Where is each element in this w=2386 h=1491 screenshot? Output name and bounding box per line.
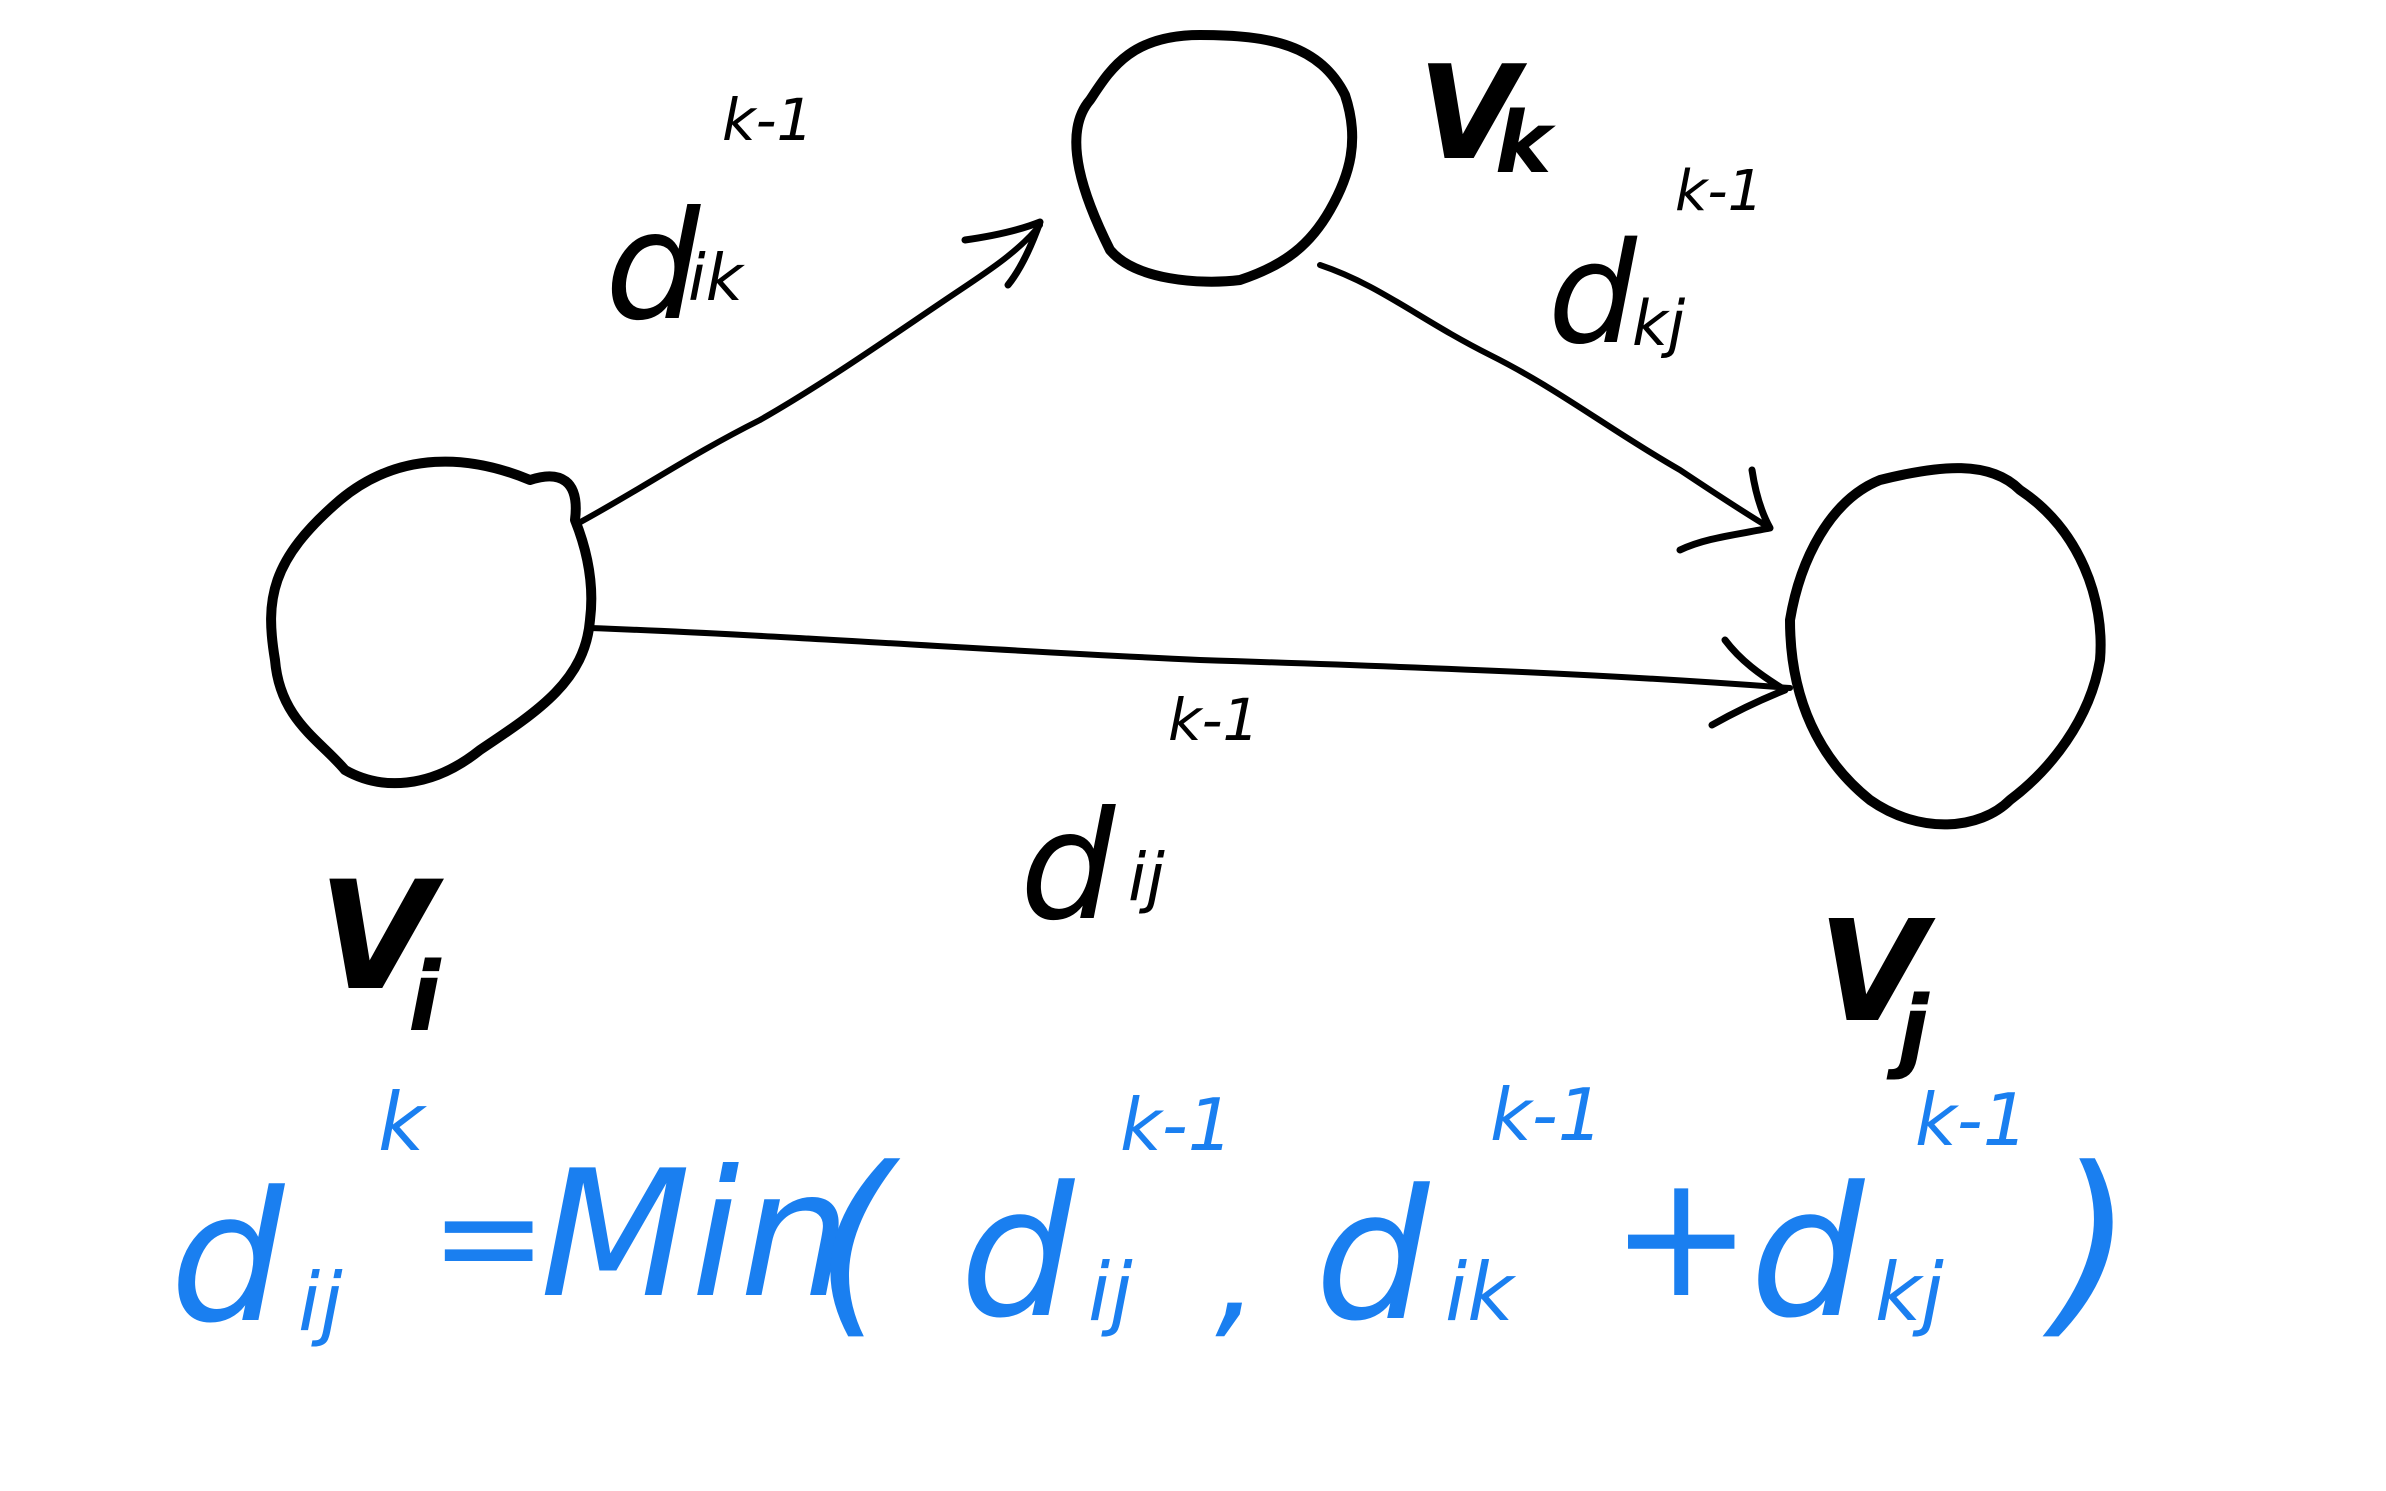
formula-term1-base: d: [960, 1149, 1076, 1358]
node-vk-letter: V: [1418, 37, 1528, 189]
edge-ij-base: d: [1020, 780, 1116, 954]
node-vk-circle: [1071, 30, 1358, 287]
node-vk-subscript: k: [1495, 94, 1556, 193]
edge-ij-label: d ij k-1: [1020, 686, 1259, 954]
formula-term1-superscript: k-1: [1120, 1083, 1233, 1167]
formula-open-paren: (: [815, 1125, 901, 1358]
formula-equals: =: [430, 1156, 547, 1319]
node-vj-label: V j: [1818, 891, 1936, 1082]
formula-term3-base: d: [1750, 1149, 1866, 1358]
recurrence-formula: d ij k = Min ( d ij k-1 , d ik k-1 + d k…: [170, 1073, 2133, 1363]
node-vi-letter: V: [318, 850, 444, 1024]
formula-lhs-subscript: ij: [298, 1256, 343, 1349]
edge-kj-arrowhead: [1676, 466, 1774, 554]
edge-ik-base: d: [605, 180, 701, 354]
edge-ij-superscript: k-1: [1168, 686, 1259, 754]
formula-min: Min: [540, 1134, 851, 1337]
edge-ij-arrowhead: [1708, 636, 1789, 729]
node-vi-circle: [266, 456, 597, 789]
formula-term2-base: d: [1315, 1152, 1431, 1361]
edge-ik-subscript: ik: [688, 242, 746, 316]
edge-kj-base: d: [1548, 213, 1638, 376]
node-vj-circle: [1785, 463, 2106, 830]
formula-term1-subscript: ij: [1088, 1246, 1133, 1339]
formula-lhs-superscript: k: [378, 1076, 427, 1169]
formula-close-paren: ): [2042, 1125, 2133, 1358]
formula-lhs-base: d: [170, 1154, 286, 1363]
edge-ij-line: [587, 625, 1793, 691]
formula-comma: ,: [1215, 1191, 1260, 1354]
formula-term3-superscript: k-1: [1915, 1078, 2028, 1162]
edge-ik-label: d ik k-1: [605, 86, 813, 354]
formula-term2-superscript: k-1: [1490, 1073, 1603, 1157]
formula-plus: +: [1610, 1138, 1752, 1336]
node-vi-label: V i: [318, 850, 444, 1053]
edge-ik-line: [572, 222, 1043, 528]
edge-kj-label: d kj k-1: [1548, 159, 1763, 376]
node-vi-subscript: i: [408, 943, 442, 1053]
formula-term2-subscript: ik: [1445, 1246, 1516, 1339]
edge-ik-superscript: k-1: [722, 86, 813, 154]
edge-kj-line: [1317, 262, 1773, 531]
edge-kj-superscript: k-1: [1675, 159, 1763, 224]
formula-term3-subscript: kj: [1875, 1246, 1944, 1339]
node-vk-label: V k: [1418, 37, 1556, 193]
edge-kj-subscript: kj: [1632, 287, 1686, 360]
edge-ik-arrowhead: [961, 218, 1044, 289]
edge-ij-subscript: ij: [1128, 839, 1165, 916]
node-vj-letter: V: [1818, 891, 1936, 1054]
